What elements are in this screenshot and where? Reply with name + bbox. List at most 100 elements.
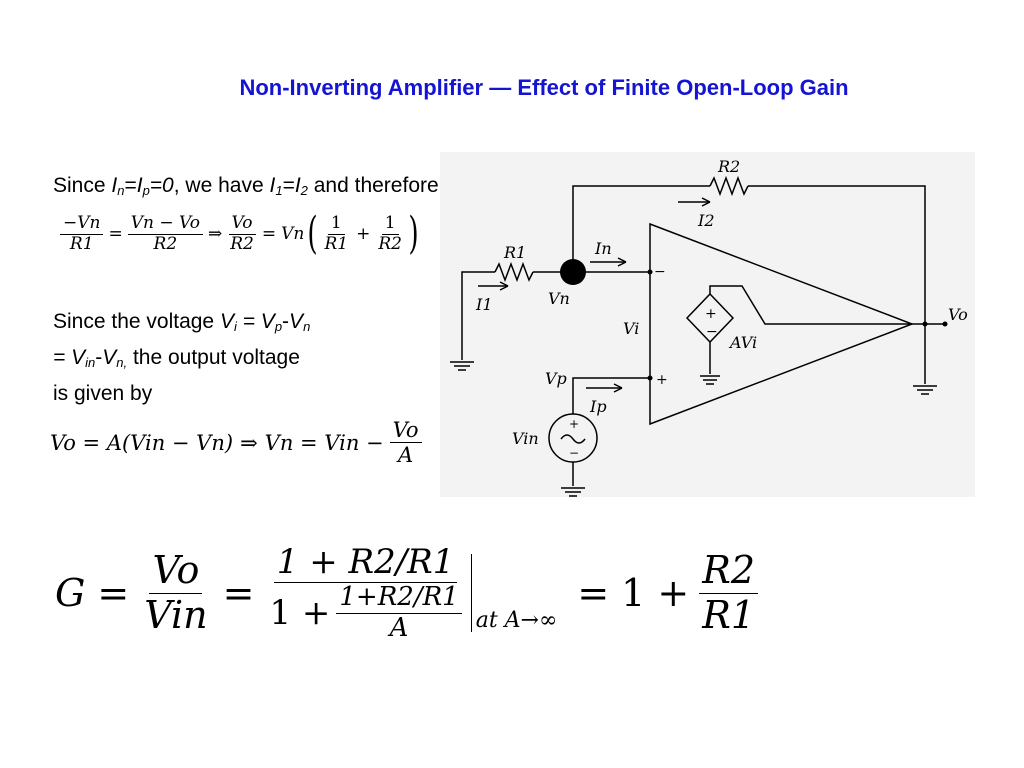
- label-vn: Vn: [548, 289, 570, 308]
- opamp-triangle: [649, 222, 915, 426]
- intro-text: Since In=Ip=0, we have I1=I2 and therefo…: [53, 170, 439, 206]
- i2-symbol: I: [294, 174, 301, 197]
- label-src-minus: −: [569, 446, 579, 460]
- gain-symbol: G: [55, 571, 86, 616]
- circuit-figure: R2 I2 R1 In I1 Vn Vi AVi Vo Vp Ip Vin − …: [440, 152, 975, 497]
- minus-b: -: [95, 346, 103, 369]
- i2-sub: 2: [300, 183, 308, 198]
- label-minus: −: [654, 264, 666, 280]
- ip-symbol: I: [136, 174, 143, 197]
- feedback-wire-right: [748, 185, 926, 324]
- vin-sub: in: [85, 355, 96, 370]
- voltage-line-2: = Vin-Vn, the output voltage: [53, 342, 310, 378]
- frac-5-den: R2: [378, 233, 402, 254]
- line1-pre: Since the voltage: [53, 310, 220, 333]
- equals-3: =: [577, 571, 610, 616]
- vi-sub: i: [233, 319, 237, 334]
- sine-symbol: [560, 434, 586, 444]
- ground-left: [450, 361, 474, 371]
- label-r2: R2: [717, 157, 740, 176]
- one-plus: 1 +: [621, 571, 690, 616]
- gain-inner-num: 1+R2/R1: [336, 582, 462, 614]
- implies-1: ⇒: [207, 224, 223, 244]
- vn2-symbol: V: [102, 346, 117, 369]
- circuit-diagram: R2 I2 R1 In I1 Vn Vi AVi Vo Vp Ip Vin − …: [450, 157, 968, 497]
- line2-post: the output voltage: [127, 346, 300, 369]
- label-vi: Vi: [623, 319, 639, 338]
- slide-title: Non-Inverting Amplifier — Effect of Fini…: [239, 75, 849, 100]
- frac-2-num: Vn − Vo: [127, 213, 203, 235]
- eq-c: =: [236, 310, 261, 333]
- feedback-wire-left: [572, 185, 710, 270]
- implies-2: ⇒: [240, 430, 258, 455]
- limit-subscript: at A→∞: [475, 608, 558, 634]
- equals-2: =: [222, 571, 255, 616]
- label-i2: I2: [697, 211, 715, 230]
- eq2-frac-num: Vo: [389, 418, 422, 444]
- vin-symbol: V: [71, 346, 86, 369]
- vn-sub: n: [303, 319, 311, 334]
- minus-a: -: [282, 310, 290, 333]
- vn2-sub: n,: [116, 355, 128, 370]
- frac-4-den: R1: [324, 233, 349, 254]
- eq-d: =: [53, 346, 72, 369]
- we-have-text: , we have: [173, 174, 270, 197]
- in-symbol: I: [111, 174, 118, 197]
- zero-text: =0: [149, 174, 174, 197]
- gain-frac-3-num: R2: [699, 549, 759, 594]
- label-avi: AVi: [728, 333, 757, 352]
- therefore-text: and therefore: [307, 174, 439, 197]
- vi-symbol: V: [219, 310, 234, 333]
- gain-frac-1-den: Vin: [144, 592, 208, 637]
- voltage-line-1: Since the voltage Vi = Vp-Vn: [53, 306, 310, 342]
- label-vo: Vo: [948, 305, 968, 324]
- ground-out: [913, 385, 937, 395]
- in-sub: n: [117, 183, 125, 198]
- evaluation-bar: [470, 554, 472, 633]
- frac-1-den: R1: [69, 233, 94, 254]
- i1-symbol: I: [269, 174, 276, 197]
- frac-2-den: R2: [153, 233, 178, 254]
- label-plus: +: [656, 372, 668, 388]
- vn-symbol: V: [289, 310, 304, 333]
- i1-sub: 1: [275, 183, 283, 198]
- ground-vin: [561, 487, 585, 497]
- gain-frac-1-num: Vo: [149, 549, 203, 594]
- plus-1: +: [356, 224, 371, 244]
- label-ip: Ip: [589, 397, 607, 416]
- vp-sub: p: [274, 319, 283, 334]
- voltage-text: Since the voltage Vi = Vp-Vn = Vin-Vn, t…: [53, 306, 310, 409]
- frac-4-num: 1: [327, 213, 345, 235]
- vp-symbol: V: [260, 310, 275, 333]
- label-r1: R1: [503, 243, 526, 262]
- frac-1-num: −Vn: [60, 213, 104, 235]
- vp-wire: [572, 377, 650, 414]
- ip-sub: p: [142, 183, 150, 198]
- ground-dep: [700, 375, 720, 385]
- eq-a: =: [124, 174, 137, 197]
- label-in: In: [594, 239, 612, 258]
- label-src-plus: +: [569, 417, 579, 431]
- label-vp: Vp: [545, 369, 567, 388]
- voltage-line-3: is given by: [53, 382, 153, 405]
- equals-1: =: [97, 571, 130, 616]
- resistor-r2: [709, 175, 749, 197]
- vn-node: [560, 259, 586, 285]
- frac-5-num: 1: [381, 213, 399, 235]
- gain-frac-3-den: R1: [702, 592, 756, 637]
- gain-frac-2-num: 1 + R2/R1: [273, 542, 458, 584]
- eq2-rhs: Vn = Vin −: [264, 430, 384, 455]
- resistor-r1: [494, 261, 534, 283]
- r1-wire-left: [461, 271, 495, 360]
